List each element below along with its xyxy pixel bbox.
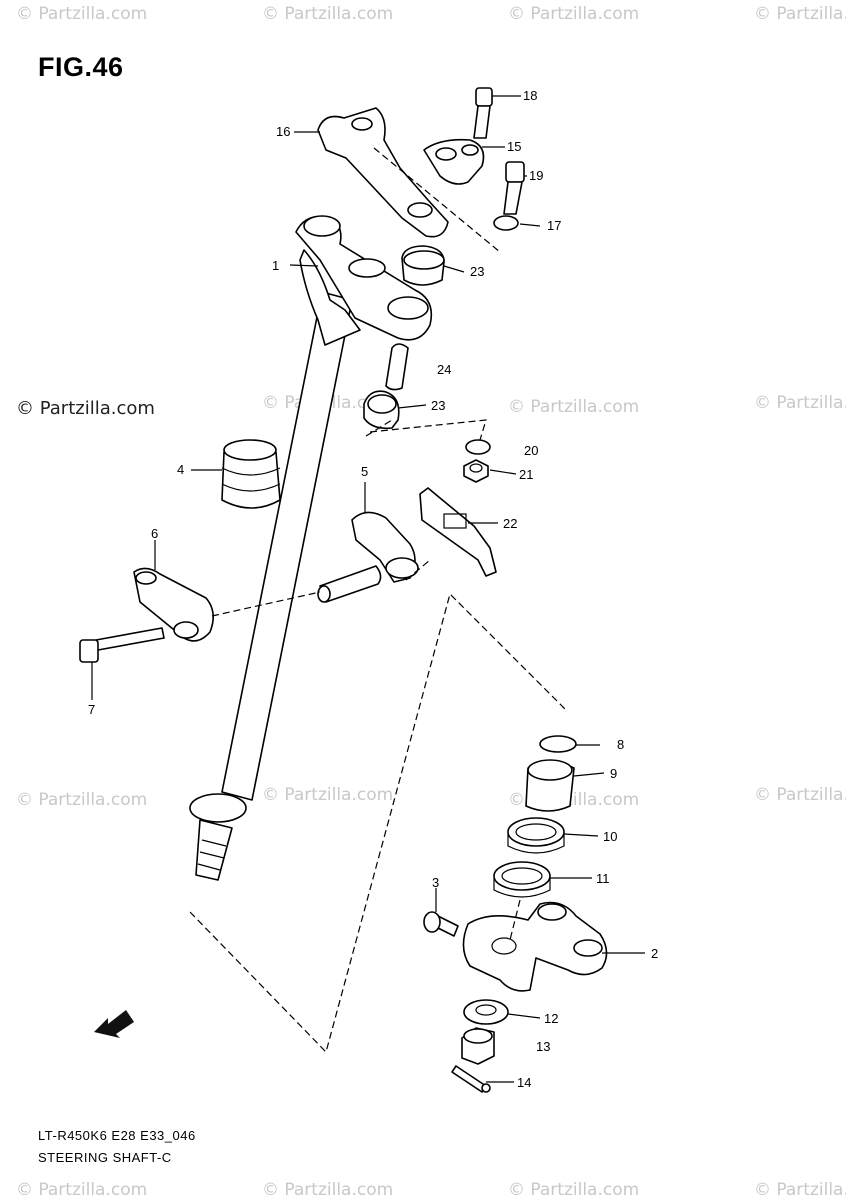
collar-shaft[interactable] xyxy=(317,565,382,603)
watermark: © Partzilla.com xyxy=(754,393,846,413)
callout-21: 21 xyxy=(519,467,534,482)
clamp-cap[interactable] xyxy=(423,138,485,185)
race-10[interactable] xyxy=(507,817,565,854)
front-direction-arrow-icon xyxy=(94,1010,134,1038)
cushion-23-lower[interactable] xyxy=(363,390,400,430)
lower-bracket[interactable] xyxy=(462,901,608,992)
figure-title: FIG.46 xyxy=(38,52,124,82)
callout-17: 17 xyxy=(547,218,562,233)
callout-11: 11 xyxy=(596,871,610,886)
callout-22: 22 xyxy=(503,516,518,531)
bolt-3[interactable] xyxy=(423,911,459,937)
watermark: © Partzilla.com xyxy=(262,1180,394,1200)
callout-4: 4 xyxy=(177,462,185,477)
callout-9: 9 xyxy=(610,766,618,781)
callout-23-upper: 23 xyxy=(470,264,485,279)
callout-7: 7 xyxy=(88,702,96,717)
callout-18: 18 xyxy=(523,88,538,103)
callout-8: 8 xyxy=(617,737,625,752)
washer-12[interactable] xyxy=(463,999,509,1025)
watermark: © Partzilla.com xyxy=(262,785,394,805)
bolt-18[interactable] xyxy=(473,87,493,139)
watermark: © Partzilla.com xyxy=(508,4,640,24)
watermark: © Partzilla.com xyxy=(508,397,640,417)
washer-20[interactable] xyxy=(465,439,491,455)
boot-4[interactable] xyxy=(221,439,281,509)
watermark: © Partzilla.com xyxy=(754,1180,846,1200)
callout-6: 6 xyxy=(151,526,159,541)
bolt-7[interactable] xyxy=(79,627,165,663)
watermark: © Partzilla.com xyxy=(16,4,148,24)
seal-9[interactable] xyxy=(525,759,575,812)
watermark: © Partzilla.com xyxy=(16,1180,148,1200)
watermark: © Partzilla.com xyxy=(754,785,846,805)
callout-23-lower: 23 xyxy=(431,398,446,413)
callout-15: 15 xyxy=(507,139,522,154)
cotter-pin-14[interactable] xyxy=(451,1065,491,1093)
cushion-23-upper[interactable] xyxy=(401,245,445,286)
holder-6[interactable] xyxy=(133,567,214,642)
watermark: © Partzilla.com xyxy=(16,790,148,810)
callout-19: 19 xyxy=(529,168,544,183)
watermark: © Partzilla.com xyxy=(508,1180,640,1200)
callout-14: 14 xyxy=(517,1075,532,1090)
upper-bracket[interactable] xyxy=(295,215,433,341)
watermark: © Partzilla.com xyxy=(262,4,394,24)
diagram-name: STEERING SHAFT-C xyxy=(38,1150,172,1165)
callout-16: 16 xyxy=(276,124,291,139)
steering-shaft[interactable] xyxy=(189,249,361,881)
bolt-19[interactable] xyxy=(503,161,525,215)
callout-24: 24 xyxy=(437,362,452,377)
bracket-22[interactable] xyxy=(419,487,497,577)
callout-5: 5 xyxy=(361,464,369,479)
holder-5[interactable] xyxy=(351,511,419,583)
nut-21[interactable] xyxy=(463,459,489,483)
callout-3: 3 xyxy=(432,875,440,890)
callout-13: 13 xyxy=(536,1039,551,1054)
handlebar-holder[interactable] xyxy=(317,107,449,238)
nut-13[interactable] xyxy=(461,1027,495,1065)
watermark: © Partzilla.com xyxy=(16,398,155,419)
callout-1: 1 xyxy=(272,258,280,273)
watermark: © Partzilla.com xyxy=(754,4,846,24)
diagram-code: LT-R450K6 E28 E33_046 xyxy=(38,1128,196,1143)
collar-24[interactable] xyxy=(385,343,409,391)
oring-8[interactable] xyxy=(539,735,577,753)
callout-2: 2 xyxy=(651,946,659,961)
callout-20: 20 xyxy=(524,443,539,458)
bearing-11[interactable] xyxy=(493,861,551,898)
washer-17[interactable] xyxy=(493,215,519,231)
callout-10: 10 xyxy=(603,829,618,844)
callout-12: 12 xyxy=(544,1011,559,1026)
